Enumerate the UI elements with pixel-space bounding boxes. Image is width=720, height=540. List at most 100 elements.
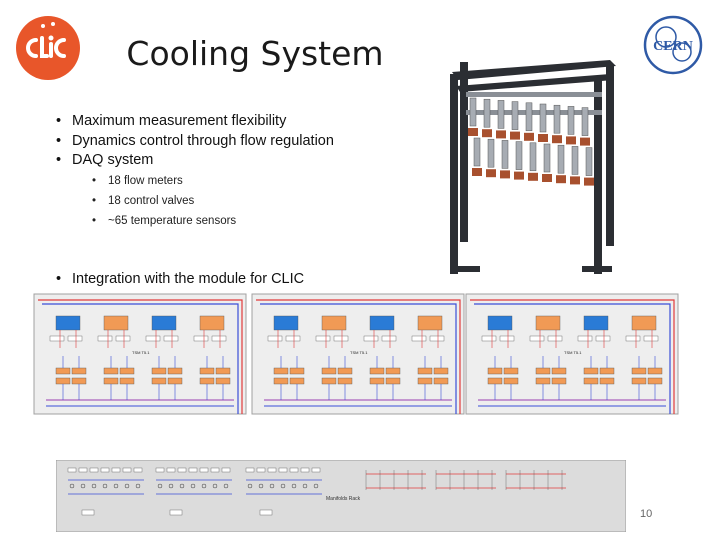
valve-actuator — [538, 134, 548, 142]
valve-actuator — [482, 129, 492, 138]
schematic-block — [385, 367, 401, 375]
manifold-group — [245, 467, 322, 516]
valve-actuator — [510, 131, 520, 140]
schematic-block — [199, 315, 225, 331]
manifold-group — [67, 467, 144, 516]
slide-title: Cooling System — [126, 34, 384, 73]
manifold-group — [155, 467, 232, 516]
manifold-schematic: Manifolds Rack — [56, 460, 626, 532]
schematic-block — [273, 315, 299, 331]
valve-actuator — [472, 168, 482, 176]
valve-actuator — [524, 132, 534, 141]
schematic-block — [321, 367, 337, 375]
schematic-block — [55, 367, 71, 375]
valve-actuator — [542, 174, 552, 182]
valve-actuator — [570, 176, 580, 185]
schematic-panel: TSM T5.1 — [33, 293, 247, 415]
valve-body — [529, 142, 537, 172]
valve-actuator — [496, 130, 506, 139]
module-schematic: TSM T5.1 TSM T5.1 TSM T5.1 — [20, 288, 700, 426]
valve-body — [543, 143, 551, 173]
schematic-block — [551, 367, 567, 375]
schematic-panel: TSM T5.1 — [465, 293, 679, 415]
schematic-block — [71, 367, 87, 375]
schematic-panel: TSM T5.1 — [251, 293, 465, 415]
section-label: TSM T5.1 — [564, 350, 582, 355]
valve-actuator — [556, 175, 566, 184]
cern-logo-text: CERN — [653, 39, 693, 54]
schematic-block — [167, 367, 183, 375]
page-number: 10 — [640, 508, 653, 520]
cern-logo: CERN — [640, 12, 706, 78]
valve-body — [567, 106, 575, 135]
sub-bullet-item: 18 control valves — [92, 195, 236, 215]
schematic-block — [417, 315, 443, 331]
valve-body — [553, 104, 561, 134]
valve-actuator — [528, 172, 538, 181]
valve-body — [483, 98, 491, 128]
valve-actuator — [580, 137, 590, 146]
sub-bullet-list: 18 flow meters 18 control valves ~65 tem… — [92, 175, 236, 235]
schematic-block — [369, 367, 385, 375]
manifolds-rack-label: Manifolds Rack — [326, 496, 361, 502]
valve-actuator — [552, 135, 562, 144]
valve-actuator — [468, 128, 478, 136]
valve-body — [487, 138, 495, 168]
section-label: TSM T5.1 — [350, 350, 368, 355]
valve-body — [469, 97, 477, 127]
valve-body — [511, 101, 519, 130]
schematic-block — [503, 367, 519, 375]
schematic-block — [215, 367, 231, 375]
schematic-block — [599, 367, 615, 375]
schematic-block — [369, 315, 395, 331]
schematic-block — [487, 315, 513, 331]
schematic-block — [631, 315, 657, 331]
schematic-block — [583, 315, 609, 331]
sub-bullet-item: ~65 temperature sensors — [92, 215, 236, 235]
integration-bullet: Integration with the module for CLIC — [56, 271, 304, 287]
valve-body — [557, 144, 565, 174]
schematic-block — [647, 367, 663, 375]
schematic-block — [151, 367, 167, 375]
schematic-block — [535, 367, 551, 375]
valve-actuator — [486, 169, 496, 178]
schematic-block — [289, 367, 305, 375]
schematic-block — [55, 315, 81, 331]
valve-actuator — [584, 177, 594, 186]
valve-body — [585, 147, 593, 176]
schematic-block — [487, 367, 503, 375]
section-label: TSM T5.1 — [132, 350, 150, 355]
bullet-item: Dynamics control through flow regulation — [56, 133, 334, 153]
clic-logo — [16, 16, 80, 80]
valve-body — [473, 137, 481, 167]
schematic-block — [103, 367, 119, 375]
valve-body — [571, 146, 579, 175]
valve-body — [525, 102, 533, 132]
valve-body — [539, 103, 547, 133]
schematic-block — [631, 367, 647, 375]
valve-actuator — [566, 136, 576, 145]
schematic-block — [535, 315, 561, 331]
bullet-item: DAQ system — [56, 152, 334, 172]
valve-actuator — [514, 171, 524, 180]
schematic-block — [321, 315, 347, 331]
valve-body — [581, 107, 589, 136]
valve-actuator — [500, 170, 510, 179]
manifold-rack-image — [450, 60, 616, 274]
manifold-group — [505, 470, 566, 490]
manifold-group — [365, 470, 426, 490]
manifold-group — [435, 470, 496, 490]
sub-bullet-item: 18 flow meters — [92, 175, 236, 195]
valve-body — [497, 100, 505, 129]
schematic-block — [337, 367, 353, 375]
valve-body — [501, 140, 509, 169]
schematic-block — [119, 367, 135, 375]
schematic-block — [151, 315, 177, 331]
main-bullet-list: Maximum measurement flexibility Dynamics… — [56, 113, 334, 172]
valve-body — [515, 141, 523, 170]
schematic-block — [417, 367, 433, 375]
schematic-block — [103, 315, 129, 331]
bullet-item: Maximum measurement flexibility — [56, 113, 334, 133]
schematic-block — [583, 367, 599, 375]
schematic-block — [433, 367, 449, 375]
